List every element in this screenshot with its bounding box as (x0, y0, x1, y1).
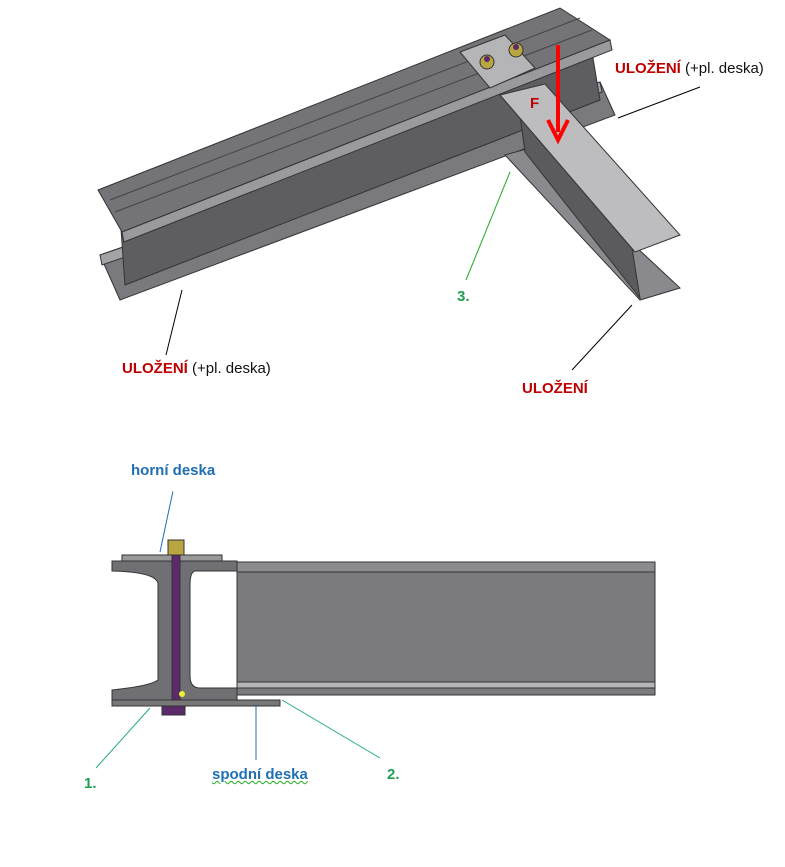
leader-line (159, 491, 174, 553)
force-arrow (546, 45, 570, 145)
cross-beam-3d (499, 83, 681, 301)
bottom-plate-label: spodní deska (212, 766, 308, 783)
support-label-main: ULOŽENÍ (615, 60, 681, 77)
support-label-right: ULOŽENÍ (522, 380, 588, 397)
support-label-note: (+pl. deska) (685, 60, 764, 77)
weld-label-3: 3. (457, 288, 470, 305)
leader-line (571, 304, 633, 371)
top-plate-3d (459, 34, 536, 89)
leader-line (95, 707, 151, 769)
leader-line (465, 171, 511, 281)
leader-line (165, 289, 183, 356)
leader-line (617, 86, 701, 119)
support-label-main: ULOŽENÍ (122, 360, 188, 377)
support-label-note: (+pl. deska) (192, 360, 271, 377)
force-label: F (530, 95, 540, 112)
weld-label-1: 1. (84, 775, 97, 792)
support-label-top-right: ULOŽENÍ (+pl. deska) (615, 60, 764, 77)
weld-label-2: 2. (387, 766, 400, 783)
section-view (111, 539, 656, 716)
support-label-left: ULOŽENÍ (+pl. deska) (122, 360, 271, 377)
top-plate-label: horní deska (131, 462, 216, 479)
leader-line (281, 699, 381, 759)
